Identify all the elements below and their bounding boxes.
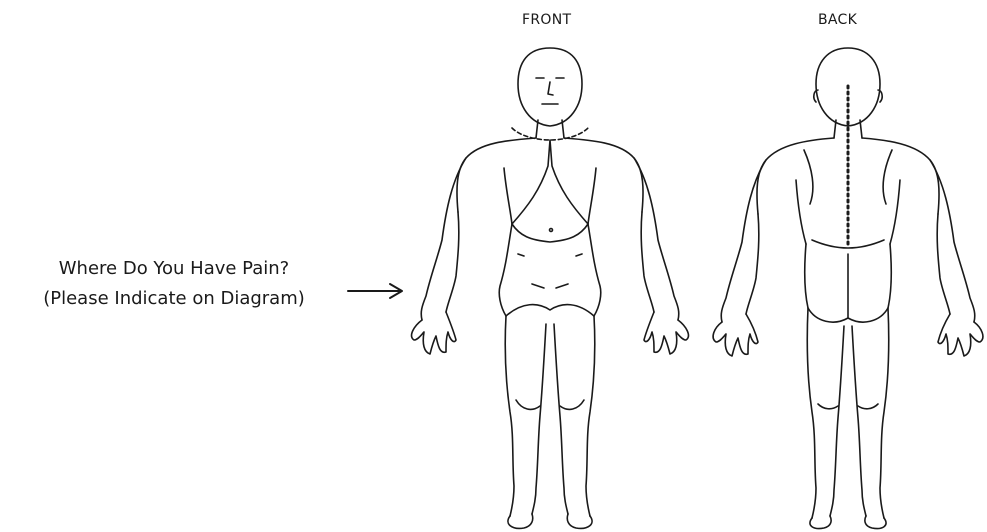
back-right-foot xyxy=(810,516,831,529)
front-left-hand xyxy=(644,312,688,354)
back-right-leg xyxy=(807,308,844,518)
front-right-hand xyxy=(412,312,456,354)
front-left-leg xyxy=(554,316,595,516)
back-view-label: BACK xyxy=(818,12,857,28)
front-view-label: FRONT xyxy=(522,12,571,28)
pain-question-line2: (Please Indicate on Diagram) xyxy=(4,284,344,314)
pain-question-line1: Where Do You Have Pain? xyxy=(4,254,344,284)
front-left-foot xyxy=(567,514,592,528)
back-left-leg xyxy=(852,308,889,518)
front-torso xyxy=(457,138,643,224)
front-body-diagram[interactable] xyxy=(400,40,700,530)
pain-question: Where Do You Have Pain? (Please Indicate… xyxy=(4,254,344,314)
back-right-hand xyxy=(713,314,758,356)
arrow-right-icon xyxy=(346,281,406,301)
back-body-diagram[interactable] xyxy=(700,40,985,530)
front-neck xyxy=(536,120,564,138)
back-left-foot xyxy=(865,516,886,529)
back-left-hand xyxy=(938,314,983,356)
front-right-foot xyxy=(508,514,533,528)
front-head xyxy=(518,48,582,126)
front-right-leg xyxy=(505,316,546,516)
